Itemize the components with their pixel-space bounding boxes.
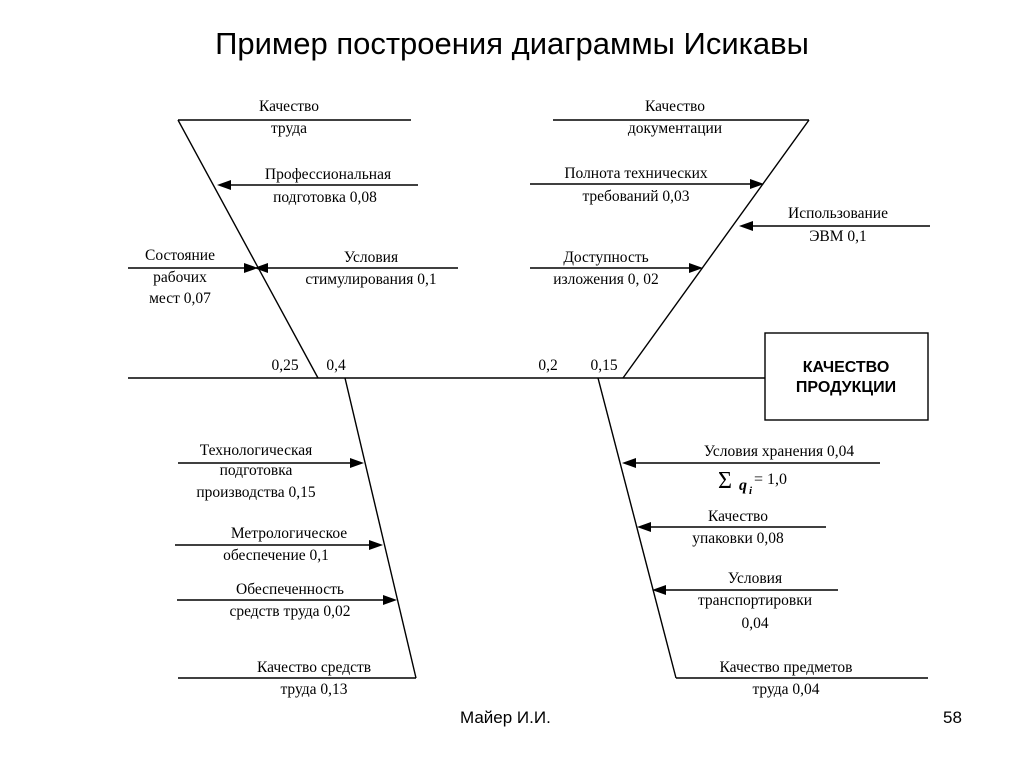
cause-label: мест 0,07 (149, 290, 211, 307)
arrow-head (254, 263, 268, 273)
arrow-head (689, 263, 703, 273)
spine-weight-2: 0,4 (326, 357, 346, 374)
cause-label: Условия хранения 0,04 (704, 443, 855, 460)
cause-label: подготовка (220, 462, 293, 479)
spine-weight-3: 0,2 (538, 357, 557, 374)
cause-label: Доступность (563, 249, 648, 266)
sigma-symbol: Σ (718, 468, 732, 494)
q-symbol: q (739, 477, 747, 494)
bone-lower-right (597, 377, 677, 679)
cause-label: обеспечение 0,1 (223, 547, 329, 564)
cause-label: ЭВМ 0,1 (809, 228, 867, 245)
cause-label: средств труда 0,02 (229, 603, 350, 620)
slide-title: Пример построения диаграммы Исикавы (215, 26, 809, 61)
spine-weight-1: 0,25 (271, 357, 298, 374)
cause-label: Профессиональная (265, 166, 391, 183)
bone-upper-left-label-2: труда (271, 120, 307, 137)
spine-weight-4: 0,15 (590, 357, 617, 374)
arrow-head (383, 595, 397, 605)
arrow-head (739, 221, 753, 231)
bone-lower-right-label-1: Качество предметов (720, 659, 853, 676)
effect-label-line1: КАЧЕСТВО (803, 359, 890, 376)
cause-label: Условия (728, 570, 782, 587)
page-number: 58 (943, 708, 962, 727)
sum-formula: Σ q i = 1,0 (718, 468, 787, 497)
cause-label: стимулирования 0,1 (305, 271, 436, 288)
cause-label: подготовка 0,08 (273, 189, 377, 206)
effect-label-line2: ПРОДУКЦИИ (796, 379, 896, 396)
bone-lower-left-label-1: Качество средств (257, 659, 371, 676)
bone-upper-right-label-1: Качество (645, 98, 705, 115)
cause-label: Полнота технических (564, 165, 708, 182)
arrow-head (369, 540, 383, 550)
cause-label: Качество (708, 508, 768, 525)
arrow-head (750, 179, 764, 189)
cause-label: транспортировки (698, 592, 812, 609)
cause-label: производства 0,15 (196, 484, 316, 501)
footer-author: Майер И.И. (460, 708, 551, 727)
cause-label: Использование (788, 205, 888, 222)
bone-lower-right-label-2: труда 0,04 (752, 681, 819, 698)
arrow-head (652, 585, 666, 595)
bone-upper-left-label-1: Качество (259, 98, 319, 115)
bone-lower-left-label-2: труда 0,13 (280, 681, 347, 698)
arrow-head (244, 263, 258, 273)
cause-label: 0,04 (741, 615, 768, 632)
effect-box (764, 332, 929, 421)
cause-label: Условия (344, 249, 398, 266)
arrow-head (637, 522, 651, 532)
i-subscript: i (749, 485, 753, 497)
cause-label: упаковки 0,08 (692, 530, 784, 547)
bone-upper-left (177, 119, 319, 379)
sum-equals: = 1,0 (754, 471, 787, 488)
bone-lower-left (344, 377, 417, 679)
cause-label: изложения 0, 02 (553, 271, 659, 288)
cause-label: Технологическая (200, 442, 313, 459)
bone-upper-right-label-2: документации (628, 120, 722, 137)
cause-label: Метрологическое (231, 525, 347, 542)
cause-label: Состояние (145, 247, 215, 264)
cause-label: требований 0,03 (582, 188, 689, 205)
arrow-head (622, 458, 636, 468)
cause-label: рабочих (153, 269, 207, 286)
bone-upper-right (622, 119, 810, 379)
arrow-head (217, 180, 231, 190)
arrow-head (350, 458, 364, 468)
cause-label: Обеспеченность (236, 581, 344, 598)
